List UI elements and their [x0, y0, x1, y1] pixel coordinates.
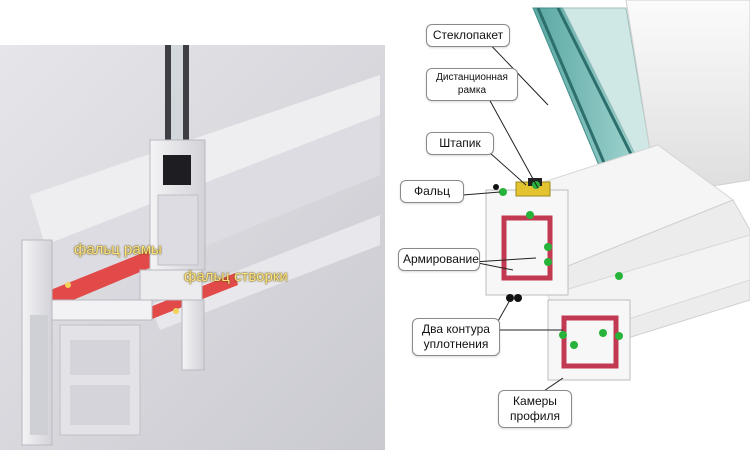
profile-section-image: фальц рамы фальц створки [0, 45, 385, 450]
sash-rebate-marker [173, 308, 179, 314]
callout-spacer-frame: Дистанционная рамка [426, 68, 518, 101]
callout-glazing-bead: Штапик [426, 132, 494, 155]
callout-rebate: Фальц [400, 180, 464, 203]
profile-section-drawing [0, 45, 385, 450]
sash-profile-section [486, 178, 568, 295]
frame-rebate-label: фальц рамы [74, 241, 162, 258]
frame-rebate-marker [65, 282, 71, 288]
callout-glass-unit: Стеклопакет [426, 24, 510, 47]
callout-profile-chambers: Камеры профиля [498, 390, 572, 428]
frame-profile-section [548, 300, 630, 380]
callout-reinforcement: Армирование [398, 248, 480, 271]
window-cutaway-image: Стеклопакет Дистанционная рамка Штапик Ф… [388, 0, 750, 450]
callout-seal-contours: Два контура уплотнения [412, 318, 500, 356]
sash-rebate-label: фальц створки [184, 268, 288, 285]
